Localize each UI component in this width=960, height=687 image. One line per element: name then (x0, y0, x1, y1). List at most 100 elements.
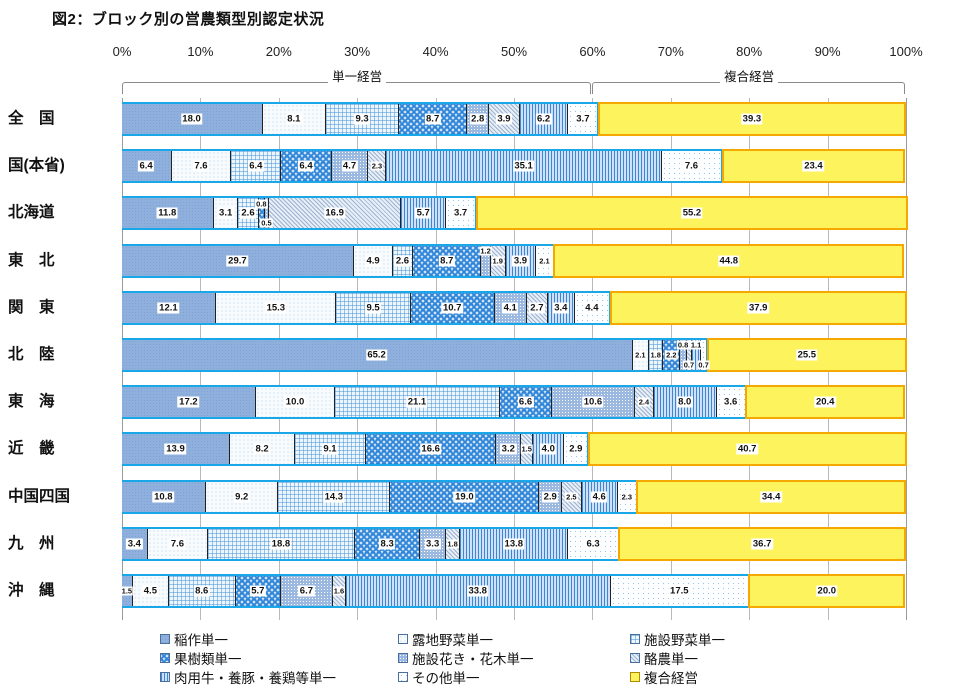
bar-segment[interactable]: 12.1 (121, 292, 217, 323)
bar-segment[interactable]: 3.9 (505, 245, 537, 276)
bar-segment[interactable]: 0.7 (682, 340, 696, 370)
bar-segment[interactable]: 1.8 (649, 340, 664, 370)
bar-segment[interactable]: 5.7 (235, 576, 281, 606)
composite-management-bar[interactable]: 20.0 (748, 574, 906, 608)
bar-segment[interactable]: 16.9 (268, 198, 402, 229)
bar-segment[interactable]: 8.2 (230, 434, 295, 465)
bar-segment[interactable]: 15.3 (216, 292, 337, 323)
bar-segment[interactable]: 2.3 (368, 151, 387, 182)
bar-segment[interactable]: 3.6 (716, 387, 745, 418)
legend-item[interactable]: 稲作単一 (160, 630, 336, 648)
legend-item[interactable]: その他単一 (398, 668, 534, 686)
composite-management-bar[interactable]: 25.5 (706, 338, 907, 372)
bar-segment[interactable]: 8.1 (262, 104, 327, 134)
bar-segment[interactable]: 9.5 (336, 292, 411, 323)
bar-segment[interactable]: 2.2 (663, 340, 681, 370)
bar-segment[interactable]: 7.6 (171, 151, 232, 182)
bar-segment[interactable]: 8.7 (413, 245, 482, 276)
bar-segment[interactable]: 3.4 (547, 292, 575, 323)
bar-segment[interactable]: 8.6 (168, 576, 236, 606)
bar-segment[interactable]: 2.9 (564, 434, 588, 465)
bar-segment[interactable]: 65.2 (121, 340, 633, 370)
bar-segment[interactable]: 6.4 (231, 151, 282, 182)
legend-item[interactable]: 施設野菜単一 (630, 630, 725, 648)
bar-segment[interactable]: 1.6 (332, 576, 346, 606)
bar-segment[interactable]: 10.6 (551, 387, 635, 418)
bar-segment[interactable]: 8.7 (399, 104, 468, 134)
bar-segment[interactable]: 0.8 (676, 340, 690, 370)
bar-segment[interactable]: 13.8 (460, 528, 569, 559)
legend-item[interactable]: 複合経営 (630, 668, 725, 686)
bar-segment[interactable]: 2.4 (635, 387, 654, 418)
composite-management-bar[interactable]: 44.8 (553, 243, 905, 278)
bar-segment[interactable]: 4.7 (331, 151, 369, 182)
composite-management-bar[interactable]: 37.9 (609, 290, 907, 325)
composite-management-bar[interactable]: 34.4 (636, 479, 906, 514)
bar-segment[interactable]: 9.2 (206, 481, 279, 512)
bar-segment[interactable]: 2.1 (632, 340, 650, 370)
bar-segment[interactable]: 1.5 (120, 576, 134, 606)
legend-item[interactable]: 施設花き・花木単一 (398, 649, 534, 667)
bar-segment[interactable]: 10.7 (410, 292, 495, 323)
bar-segment[interactable]: 6.6 (500, 387, 552, 418)
legend-item[interactable]: 酪農単一 (630, 649, 725, 667)
bar-segment[interactable]: 3.3 (420, 528, 447, 559)
legend-item[interactable]: 露地野菜単一 (398, 630, 534, 648)
bar-segment[interactable]: 18.0 (121, 104, 263, 134)
bar-segment[interactable]: 1.9 (490, 245, 506, 276)
bar-segment[interactable]: 7.6 (148, 528, 208, 559)
bar-segment[interactable]: 2.5 (562, 481, 582, 512)
bar-segment[interactable]: 18.8 (207, 528, 356, 559)
bar-segment[interactable]: 4.0 (533, 434, 565, 465)
bar-segment[interactable]: 7.6 (661, 151, 722, 182)
bar-segment[interactable]: 4.9 (354, 245, 393, 276)
bar-segment[interactable]: 4.1 (494, 292, 527, 323)
bar-segment[interactable]: 3.7 (568, 104, 598, 134)
bar-segment[interactable]: 10.0 (256, 387, 335, 418)
bar-segment[interactable]: 2.6 (392, 245, 414, 276)
bar-segment[interactable]: 3.2 (496, 434, 522, 465)
legend-item[interactable]: 果樹類単一 (160, 649, 336, 667)
composite-management-bar[interactable]: 55.2 (475, 196, 909, 231)
bar-segment[interactable]: 6.2 (519, 104, 569, 134)
composite-management-bar[interactable]: 36.7 (618, 526, 906, 561)
bar-segment[interactable]: 6.4 (281, 151, 332, 182)
bar-segment[interactable]: 16.6 (366, 434, 497, 465)
bar-segment[interactable]: 2.1 (536, 245, 553, 276)
bar-segment[interactable]: 4.4 (574, 292, 610, 323)
bar-segment[interactable]: 13.9 (121, 434, 231, 465)
bar-segment[interactable]: 1.5 (520, 434, 534, 465)
bar-segment[interactable]: 2.7 (526, 292, 548, 323)
bar-segment[interactable]: 8.3 (355, 528, 421, 559)
bar-segment[interactable]: 2.8 (467, 104, 490, 134)
bar-segment[interactable]: 0.8 (255, 198, 268, 229)
bar-segment[interactable]: 2.6 (238, 198, 259, 229)
bar-segment[interactable]: 2.3 (617, 481, 636, 512)
bar-segment[interactable]: 0.5 (260, 198, 273, 229)
composite-management-bar[interactable]: 23.4 (721, 149, 906, 184)
bar-segment[interactable]: 11.8 (121, 198, 214, 229)
bar-segment[interactable]: 1.1 (689, 340, 703, 370)
bar-segment[interactable]: 0.7 (697, 340, 710, 370)
bar-segment[interactable]: 9.3 (326, 104, 400, 134)
bar-segment[interactable]: 35.1 (386, 151, 662, 182)
bar-segment[interactable]: 4.6 (581, 481, 618, 512)
bar-segment[interactable]: 17.2 (121, 387, 257, 418)
bar-segment[interactable]: 29.7 (121, 245, 355, 276)
composite-management-bar[interactable]: 40.7 (587, 432, 907, 467)
bar-segment[interactable]: 17.5 (610, 576, 748, 606)
bar-segment[interactable]: 8.0 (653, 387, 717, 418)
bar-segment[interactable]: 1.8 (446, 528, 461, 559)
bar-segment[interactable]: 10.8 (121, 481, 207, 512)
bar-segment[interactable]: 6.4 (121, 151, 172, 182)
